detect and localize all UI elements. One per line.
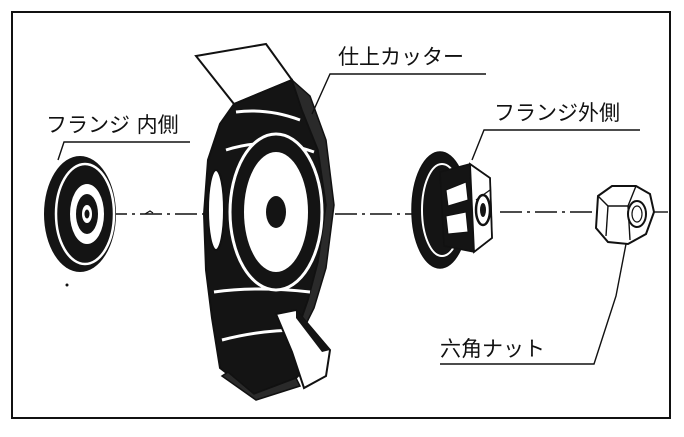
hex-nut-part xyxy=(594,185,656,246)
flange-outer-label: フランジ外側 xyxy=(494,101,620,125)
finish-cutter-part xyxy=(194,42,335,401)
hex-nut-label: 六角ナット xyxy=(440,337,545,361)
flange-inner-label: フランジ 内側 xyxy=(46,113,179,137)
finish-cutter-label: 仕上カッター xyxy=(338,45,464,69)
hex-nut-leader xyxy=(440,243,627,365)
flange-inner-part xyxy=(44,156,116,272)
small-dot xyxy=(65,283,69,287)
flange-outer-leader xyxy=(471,129,640,161)
flange-inner-leader xyxy=(57,141,190,161)
flange-outer-part xyxy=(411,151,493,269)
diagram-frame xyxy=(11,11,671,419)
small-mark xyxy=(144,210,154,215)
center-axis xyxy=(105,211,668,215)
finish-cutter-leader xyxy=(311,73,486,115)
